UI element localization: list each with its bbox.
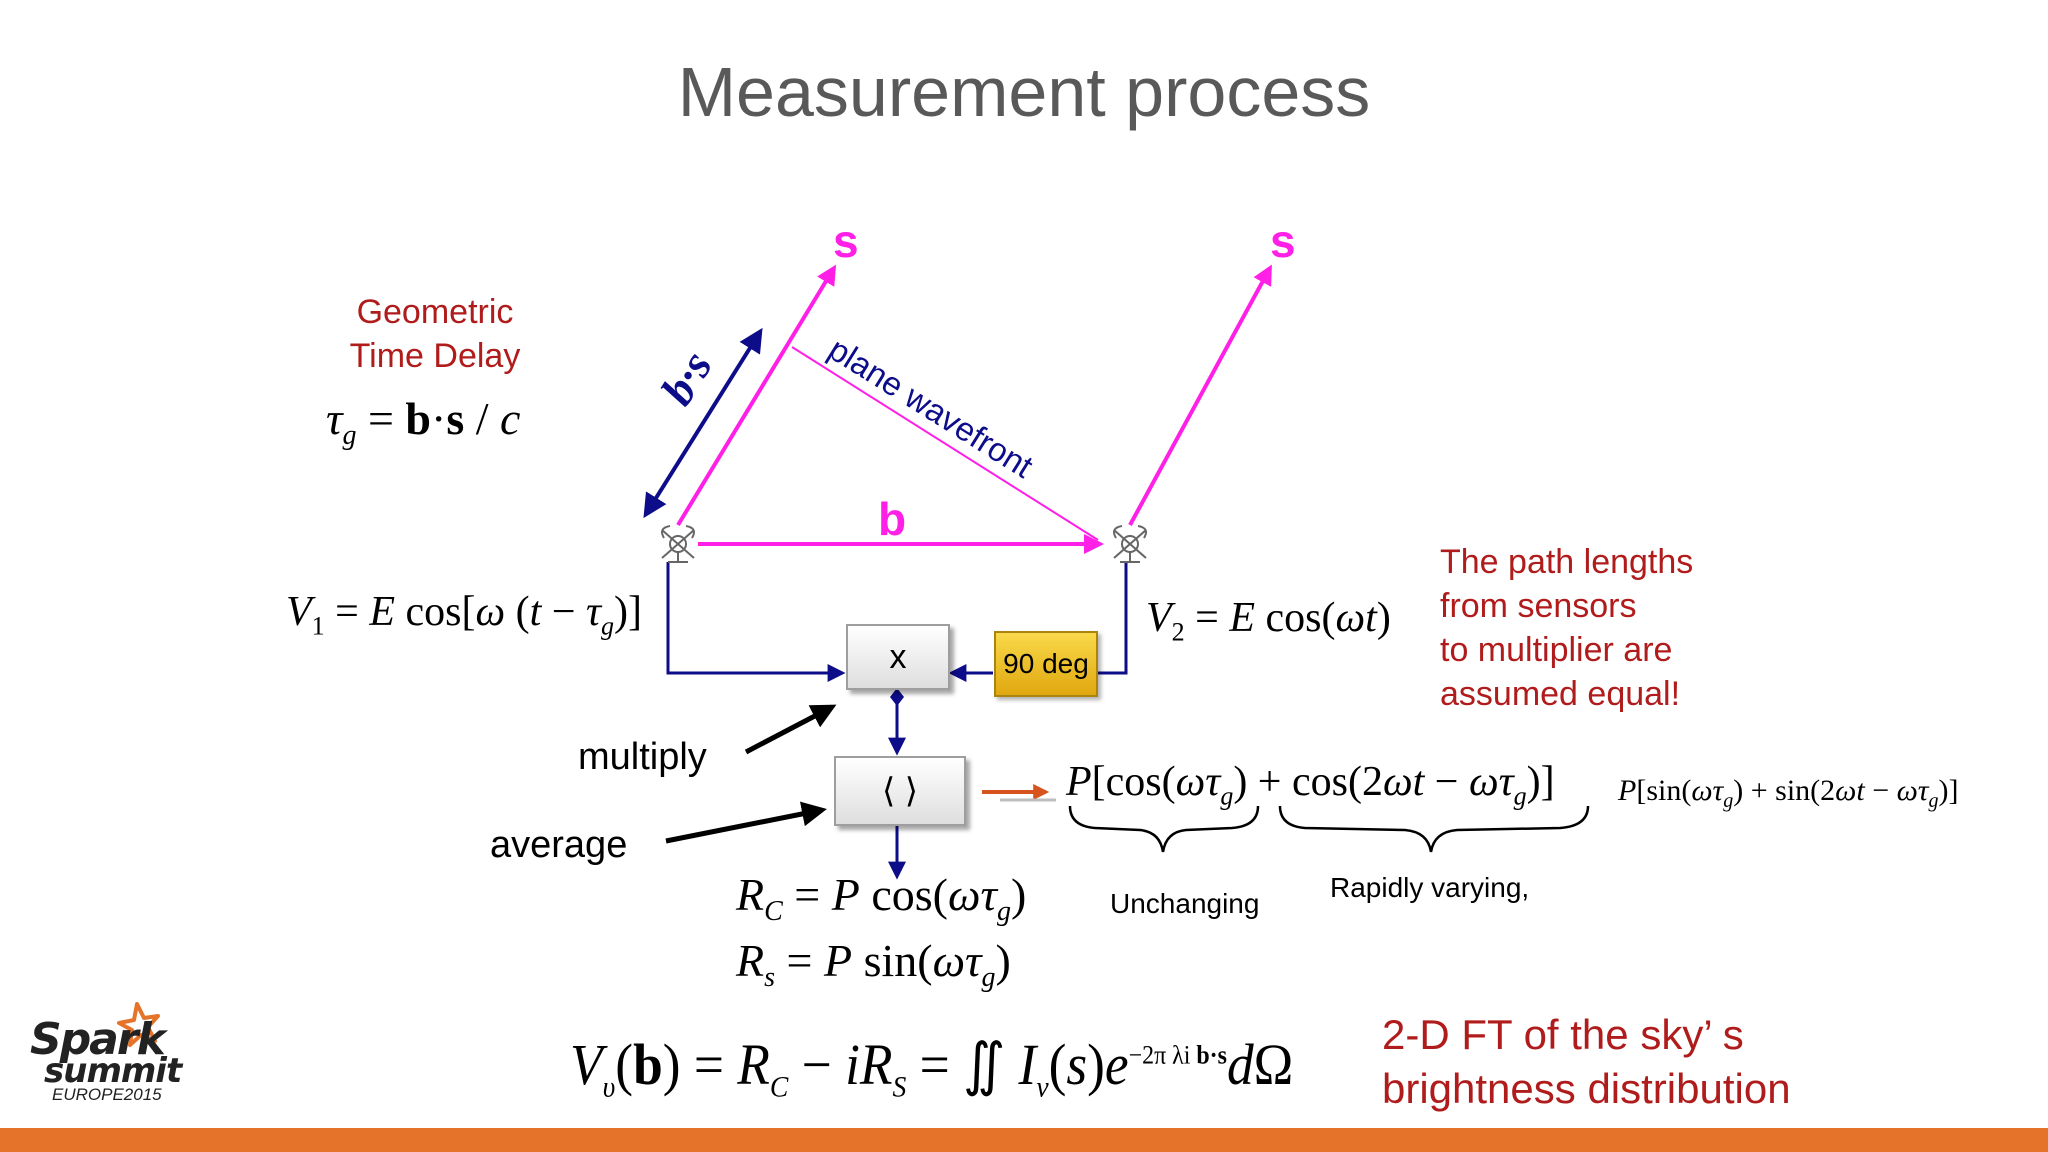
logo-event-text: EUROPE2015 [52, 1085, 162, 1104]
equation-visibility: Vυ(b) = RC − iRS = ∬ Iν(s)e−2π λi b·sdΩ [570, 1032, 1294, 1104]
equation-p-cos: P[cos(ωτg) + cos(2ωt − ωτg)] [1066, 759, 1555, 811]
average-pointer [665, 801, 827, 844]
wavefront-line [791, 346, 1099, 541]
note-line1: The path lengths [1440, 543, 1694, 581]
path-right [1098, 562, 1128, 675]
slide-title: Measurement process [677, 53, 1371, 131]
path-left [666, 562, 846, 682]
note-line2: from sensors [1440, 587, 1637, 625]
antenna-left-icon [661, 525, 695, 563]
s-label-left: s [833, 215, 859, 267]
brace-unchanging [1068, 805, 1260, 853]
geometric-delay-title: Geometric Time Delay [345, 290, 525, 378]
bs-arrow [643, 327, 763, 519]
geometric-delay-line1: Geometric [356, 293, 514, 331]
spark-star-icon [117, 1002, 160, 1047]
multiply-label: multiply [578, 736, 707, 778]
ft-note: 2-D FT of the sky’ s brightness distribu… [1382, 1008, 1791, 1116]
equation-rs: Rs = P sin(ωτg) [736, 935, 1011, 994]
path-diamond [890, 688, 904, 706]
equation-v2: V2 = E cos(ωt) [1146, 595, 1391, 647]
ray-right [1128, 264, 1272, 526]
equation-p-sin: P[sin(ωτg) + sin(2ωt − ωτg)] [1618, 774, 1959, 812]
equation-tau: τg = b·s / c [326, 393, 521, 452]
logo-summit-text: summit [44, 1051, 182, 1091]
phase-shift-box: 90 deg [994, 631, 1098, 697]
spark-summit-logo: Spark summit EUROPE2015 [30, 1014, 182, 1104]
ft-note-line1: 2-D FT of the sky’ s [1382, 1011, 1744, 1058]
path-length-note: The path lengths from sensors to multipl… [1440, 540, 1693, 716]
footer-bar [0, 1128, 2048, 1152]
rapidly-varying-label: Rapidly varying, [1330, 872, 1530, 903]
geometric-delay-line2: Time Delay [349, 337, 521, 375]
unchanging-label: Unchanging [1110, 888, 1260, 919]
note-line4: assumed equal! [1440, 675, 1681, 713]
note-line3: to multiplier are [1440, 631, 1673, 669]
ft-note-line2: brightness distribution [1382, 1065, 1791, 1112]
average-label: average [490, 824, 628, 866]
b-label: b [878, 493, 907, 545]
brace-rapid [1278, 805, 1590, 853]
equation-v1: V1 = E cos[ω (t − τg)] [286, 589, 643, 641]
s-label-right: s [1270, 215, 1296, 267]
averager-box: ⟨ ⟩ [834, 756, 966, 826]
multiply-pointer [744, 704, 837, 755]
antenna-right-icon [1113, 525, 1147, 563]
equation-rc: RC = P cos(ωτg) [736, 869, 1027, 928]
multiplier-box: x [846, 624, 950, 690]
logo-spark-text: Spark [30, 1014, 166, 1065]
